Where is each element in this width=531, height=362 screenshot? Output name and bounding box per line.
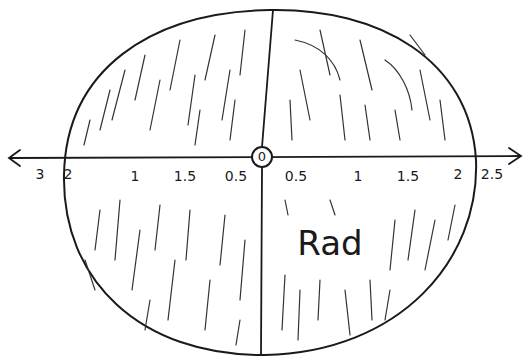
- origin-label: 0: [258, 150, 266, 164]
- tick-label: 1.5: [397, 168, 419, 184]
- region-label: Rad: [297, 224, 362, 262]
- tick-label: 1: [131, 168, 140, 184]
- tick-label: 0.5: [225, 168, 247, 184]
- circled-origin: 0: [251, 146, 273, 168]
- tick-label: 2: [64, 166, 73, 182]
- tick-label: 2: [454, 166, 463, 182]
- tick-label: 3: [36, 166, 45, 182]
- tick-label: 1.5: [174, 168, 196, 184]
- tick-label: 1: [354, 168, 363, 184]
- tick-label: 2.5: [481, 166, 503, 182]
- tick-label: 0.5: [285, 168, 307, 184]
